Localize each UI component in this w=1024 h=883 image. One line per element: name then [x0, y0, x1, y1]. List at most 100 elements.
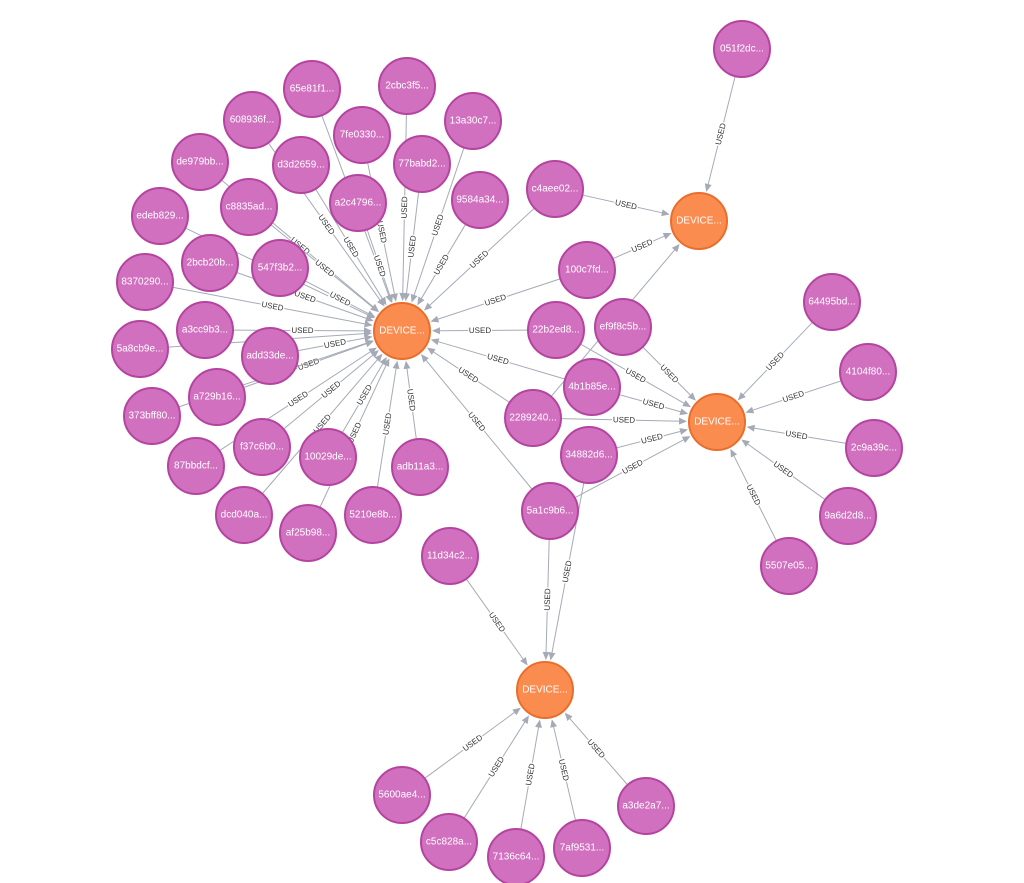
relationship-used[interactable]: USED — [341, 356, 387, 434]
user-node[interactable]: 8370290... — [116, 253, 174, 311]
relationship-used[interactable]: USED — [376, 360, 400, 488]
edge-label-background — [380, 411, 395, 437]
user-node[interactable]: 22b2ed8... — [527, 301, 585, 359]
relationship-used[interactable]: USED — [618, 394, 689, 416]
user-node[interactable]: a2c4796... — [329, 174, 387, 232]
node-circle — [251, 239, 309, 297]
node-circle — [594, 298, 652, 356]
edge-label-background — [431, 251, 452, 278]
user-node[interactable]: 4104f80... — [839, 343, 897, 401]
relationship-used[interactable]: USED — [564, 712, 628, 786]
arrowhead-icon — [542, 651, 550, 661]
edge-label-background — [584, 736, 608, 762]
arrowhead-icon — [364, 339, 374, 347]
user-node[interactable]: 5a1c9b6... — [521, 482, 579, 540]
relationship-used[interactable]: USED — [582, 194, 670, 217]
user-node[interactable]: 9a6d2d8... — [819, 487, 877, 545]
relationship-used[interactable]: USED — [430, 338, 566, 380]
user-node[interactable]: 100c7fd... — [558, 241, 616, 299]
device-node[interactable]: DEVICE... — [688, 393, 746, 451]
edge-label: USED — [561, 560, 574, 584]
relationship-used[interactable]: USED — [463, 715, 529, 819]
relationship-used[interactable]: USED — [730, 448, 777, 542]
user-node[interactable]: add33de... — [241, 327, 299, 385]
device-node[interactable]: DEVICE... — [670, 192, 728, 250]
relationship-used[interactable]: USED — [615, 428, 688, 449]
user-node[interactable]: 2c9a39c... — [845, 419, 903, 477]
user-node[interactable]: de979bb... — [171, 133, 229, 191]
arrowhead-icon — [521, 715, 529, 724]
node-circle — [845, 419, 903, 477]
relationship-used[interactable]: USED — [560, 414, 688, 426]
edge-label: USED — [624, 366, 648, 385]
user-node[interactable]: 547f3b2... — [251, 239, 309, 297]
user-node[interactable]: 2289240... — [504, 389, 562, 447]
edge-label-background — [354, 381, 375, 408]
relationship-used[interactable]: USED — [424, 707, 521, 779]
user-node[interactable]: 11d34c2... — [421, 527, 479, 585]
user-node[interactable]: 64495bd... — [803, 273, 861, 331]
user-node[interactable]: 608936f... — [223, 91, 281, 149]
user-node[interactable]: 5210e8b... — [344, 486, 402, 544]
arrowhead-icon — [548, 652, 556, 661]
user-node[interactable]: d3d2659... — [272, 136, 330, 194]
edge-label: USED — [372, 254, 388, 278]
user-node[interactable]: f37c6b0... — [233, 418, 291, 476]
user-node[interactable]: 34882d6... — [560, 426, 618, 484]
relationship-used[interactable]: USED — [520, 719, 542, 830]
relationship-used[interactable]: USED — [745, 380, 842, 414]
user-node[interactable]: a3cc9b3... — [176, 301, 234, 359]
user-node[interactable]: 7af9531... — [553, 819, 611, 877]
device-node[interactable]: DEVICE... — [516, 661, 574, 719]
user-node[interactable]: 2cbc3f5... — [378, 57, 436, 115]
arrowhead-icon — [370, 304, 379, 313]
user-node[interactable]: 7136c64... — [487, 828, 545, 883]
edge-label: USED — [543, 588, 553, 611]
relationship-used[interactable]: USED — [403, 360, 418, 440]
relationship-used[interactable]: USED — [704, 76, 736, 192]
user-node[interactable]: 2bcb20b... — [181, 234, 239, 292]
user-node[interactable]: edeb829... — [131, 187, 189, 245]
relationship-used[interactable]: USED — [232, 325, 373, 336]
relationship-used[interactable]: USED — [642, 346, 696, 401]
user-node[interactable]: c5c828a... — [420, 813, 478, 871]
device-node[interactable]: DEVICE... — [373, 302, 431, 360]
user-node[interactable]: adb11a3... — [391, 438, 449, 496]
edge-label: USED — [781, 389, 805, 405]
edge-label-background — [770, 458, 796, 481]
user-node[interactable]: dcd040a... — [215, 486, 273, 544]
user-node[interactable]: c8835ad... — [220, 178, 278, 236]
user-node[interactable]: 7fe0330... — [333, 106, 391, 164]
user-node[interactable]: 5600ae4... — [373, 766, 431, 824]
user-node[interactable]: 373bff80... — [123, 387, 181, 445]
node-circle — [344, 486, 402, 544]
relationship-used[interactable]: USED — [403, 191, 420, 302]
user-node[interactable]: 5507e05... — [760, 537, 818, 595]
user-node[interactable]: 77babd2... — [393, 135, 451, 193]
node-circle — [111, 320, 169, 378]
user-node[interactable]: c4aee02... — [526, 160, 584, 218]
user-node[interactable]: 65e81f1... — [283, 60, 341, 118]
user-node[interactable]: 9584a34... — [451, 171, 509, 229]
user-node[interactable]: af25b98... — [279, 504, 337, 562]
user-node[interactable]: a3de2a7... — [617, 777, 675, 835]
user-node[interactable]: 4b1b85e... — [563, 358, 621, 416]
user-node[interactable]: 5a8cb9e... — [111, 320, 169, 378]
user-node[interactable]: 10029de... — [299, 428, 357, 486]
edge-label-background — [290, 325, 315, 336]
relationship-used[interactable]: USED — [431, 325, 529, 336]
user-node[interactable]: ef9f8c5b... — [594, 298, 652, 356]
relationship-used[interactable]: USED — [465, 578, 528, 666]
user-node[interactable]: a729b16... — [188, 368, 246, 426]
relationship-used[interactable]: USED — [297, 334, 373, 352]
user-node[interactable]: 051f2dc... — [713, 20, 771, 78]
relationship-used[interactable]: USED — [542, 538, 553, 661]
relationship-used[interactable]: USED — [612, 233, 672, 260]
node-circle — [188, 368, 246, 426]
relationship-used[interactable]: USED — [172, 286, 373, 328]
user-node[interactable]: 87bbdcf... — [167, 437, 225, 495]
user-node[interactable]: 13a30c7... — [444, 92, 502, 150]
relationship-used[interactable]: USED — [550, 719, 577, 821]
relationship-used[interactable]: USED — [746, 424, 847, 444]
